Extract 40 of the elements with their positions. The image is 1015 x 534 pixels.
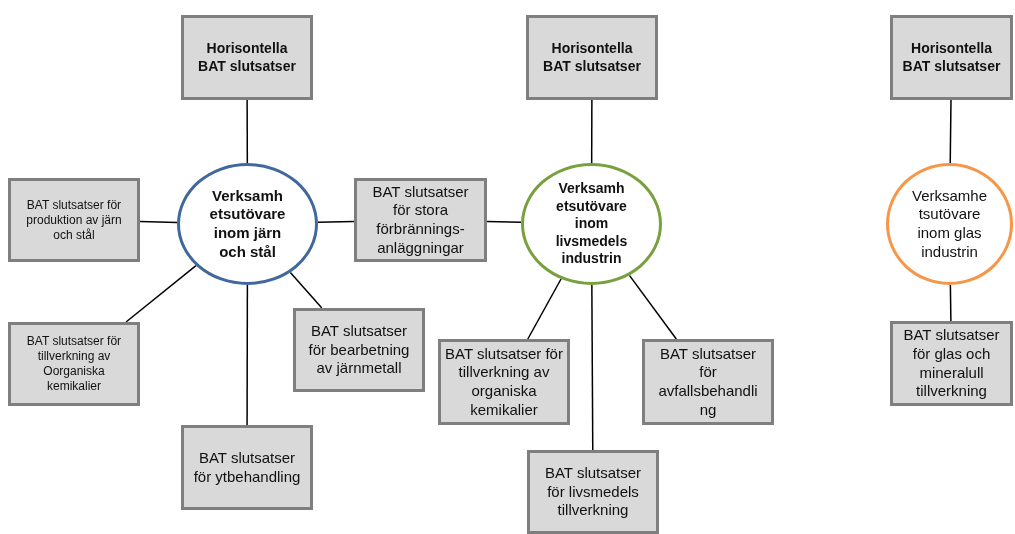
process-box <box>890 15 1013 100</box>
box-label: BAT slutsatser för ytbehandling <box>192 448 302 487</box>
box-label: Horisontella BAT slutsatser <box>197 40 297 75</box>
box-label: BAT slutsatser för tillverkning av organiska kemikalier <box>444 344 564 420</box>
process-box <box>8 322 140 406</box>
connector-line <box>949 284 952 322</box>
process-box <box>526 15 658 100</box>
box-label: BAT slutsatser för bearbetning av järnmetall <box>307 321 411 379</box>
connector-line <box>246 284 249 426</box>
process-box <box>438 339 570 425</box>
process-box <box>890 321 1013 406</box>
connector-line <box>590 99 593 164</box>
box-label: BAT slutsatser för tillverkning av Oorganiska kemikalier <box>25 334 123 394</box>
connector-line <box>125 264 197 323</box>
box-label: BAT slutsatser för produktion av järn och stål <box>25 197 123 243</box>
process-box <box>354 178 487 262</box>
connector-line <box>591 284 594 451</box>
box-label: BAT slutsatser för glas och mineralull tillverkning <box>902 326 1001 401</box>
process-box <box>527 450 659 534</box>
box-label: Horisontella BAT slutsatser <box>542 40 642 75</box>
process-box <box>642 339 774 425</box>
box-label: BAT slutsatser för stora förbrännings- anläggningar <box>371 182 470 258</box>
box-label: Horisontella BAT slutsatser <box>901 40 1002 75</box>
connector-line <box>289 271 323 309</box>
box-label: BAT slutsatser för avfallsbehandli ng <box>657 344 759 420</box>
connector-line <box>949 99 952 164</box>
process-box <box>293 308 425 392</box>
ellipse-label: Verksamh etsutövare inom järn och stål <box>208 186 287 262</box>
ellipse-label: Verksamhe tsutövare inom glas industrin <box>910 186 988 262</box>
connector-line <box>486 220 522 224</box>
connector-line <box>628 274 678 340</box>
ellipse-label: Verksamh etsutövare inom livsmedels industrin <box>554 180 629 268</box>
process-box <box>181 425 313 510</box>
process-box <box>8 178 140 262</box>
connector-line <box>246 99 249 164</box>
connector-line <box>139 220 178 224</box>
connector-line <box>317 220 355 224</box>
connector-line <box>527 278 562 340</box>
box-label: BAT slutsatser för livsmedels tillverkning <box>543 463 643 521</box>
process-box <box>181 15 313 100</box>
